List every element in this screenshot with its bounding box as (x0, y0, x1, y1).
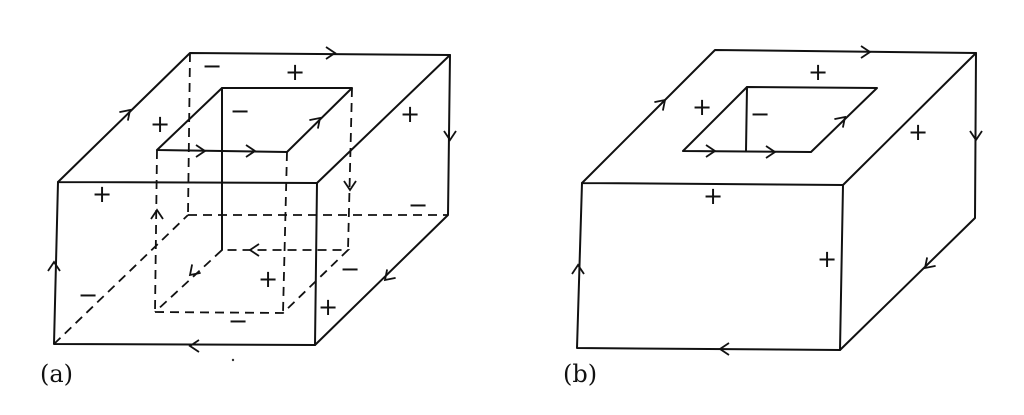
stray-dot (231, 358, 235, 362)
arrowhead-icon (119, 108, 132, 121)
figure-b-signs: + + − + + + (692, 58, 928, 273)
hole-bottom-edges (154, 249, 351, 314)
arrowhead-icon (969, 130, 983, 142)
figure-b: (b) + + − + + + (563, 45, 983, 388)
orientation-sign: − (408, 191, 428, 219)
outer-right-edges (839, 52, 977, 351)
arrowhead-icon (188, 339, 200, 353)
figure-a: (a) −++−++−−+−+− (40, 46, 457, 388)
orientation-sign: − (750, 100, 770, 128)
arrowhead-icon (860, 45, 872, 59)
arrowhead-icon (765, 145, 777, 159)
arrowhead-icon (654, 98, 667, 111)
outer-top-edges (581, 49, 977, 186)
figure-b-label: (b) (563, 360, 597, 388)
orientation-sign: − (230, 97, 250, 125)
orientation-sign: + (285, 58, 305, 86)
arrowhead-icon (150, 208, 164, 220)
figure-a-signs: −++−++−−+−+− (78, 52, 428, 335)
figure-a-label: (a) (40, 360, 73, 388)
orientation-sign: + (400, 100, 420, 128)
outer-top-edges (57, 52, 451, 184)
arrowhead-icon (195, 144, 207, 158)
hidden-edge (53, 214, 189, 345)
arrowhead-icon (188, 264, 201, 277)
arrowhead-icon (47, 260, 61, 272)
orientation-sign: − (78, 281, 98, 309)
hole-top-edges (156, 87, 353, 153)
arrowhead-icon (923, 257, 936, 270)
hole-inner-edge (745, 86, 748, 152)
arrowhead-icon (343, 180, 357, 192)
arrowhead-icon (309, 116, 322, 129)
orientation-sign: + (92, 180, 112, 208)
orientation-sign: + (703, 182, 723, 210)
orientation-sign: − (340, 255, 360, 283)
orientation-sign: − (202, 52, 222, 80)
arrowhead-icon (718, 342, 730, 356)
hole-hidden-edge (347, 87, 353, 251)
orientation-sign: − (228, 307, 248, 335)
hole-hidden-edge (282, 151, 288, 314)
figure-b-arrows (571, 45, 983, 356)
orientation-sign: + (808, 58, 828, 86)
arrowhead-icon (834, 115, 847, 128)
hole-hidden-edge (154, 149, 158, 313)
figure-a-arrows (47, 46, 457, 353)
orientation-sign: + (908, 118, 928, 146)
arrowhead-icon (705, 144, 717, 158)
arrowhead-icon (248, 243, 260, 257)
orientation-sign: + (817, 245, 837, 273)
orientation-sign: + (150, 110, 170, 138)
hole-top-edges (682, 86, 878, 153)
arrowhead-icon (325, 46, 337, 60)
orientation-sign: + (692, 93, 712, 121)
arrowhead-icon (383, 269, 396, 282)
orientation-sign: + (318, 293, 338, 321)
arrowhead-icon (571, 263, 585, 275)
arrowhead-icon (443, 130, 457, 142)
orientation-sign: + (258, 265, 278, 293)
arrowhead-icon (245, 144, 257, 158)
hidden-edge (187, 52, 191, 216)
